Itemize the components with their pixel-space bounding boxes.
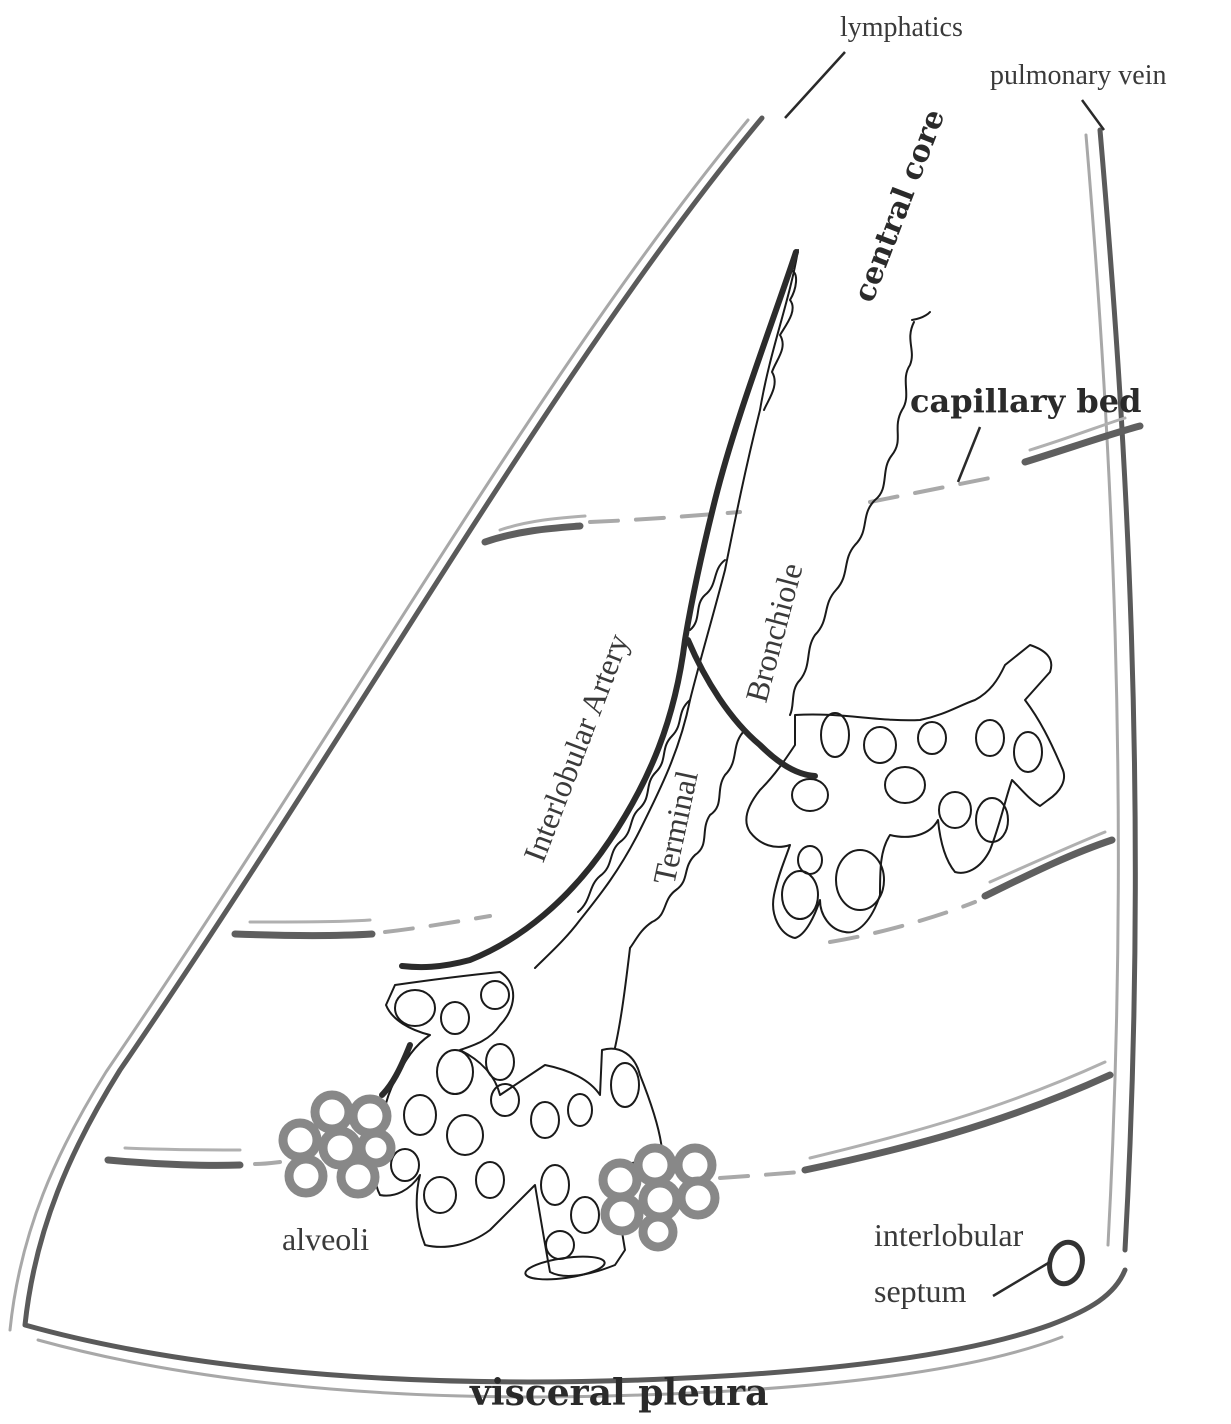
septum-marker: [1047, 1239, 1085, 1287]
label-terminal: Terminal: [646, 767, 705, 887]
acinus-left: [374, 971, 663, 1281]
label-interlobular: interlobular: [874, 1217, 1024, 1253]
label-alveoli: alveoli: [282, 1221, 369, 1257]
leader-lines: [784, 51, 1106, 1298]
acinus-right: [745, 644, 1066, 939]
right-septum-wall: [1084, 127, 1138, 1253]
label-bronchiole: Bronchiole: [738, 559, 810, 706]
label-pulmonary-vein: pulmonary vein: [990, 60, 1167, 91]
interlobular-artery: [379, 249, 818, 1098]
lobule-outline: [8, 115, 1128, 1399]
label-capillary-bed: capillary bed: [910, 382, 1142, 420]
label-central-core: central core: [847, 105, 953, 307]
alveoli-cluster-left: [278, 1090, 396, 1199]
interlobular-septa: [104, 416, 1144, 1180]
alveoli-cluster-right: [598, 1143, 720, 1252]
label-septum: septum: [874, 1273, 967, 1309]
label-lymphatics: lymphatics: [840, 12, 963, 43]
label-visceral-pleura: visceral pleura: [469, 1372, 768, 1414]
